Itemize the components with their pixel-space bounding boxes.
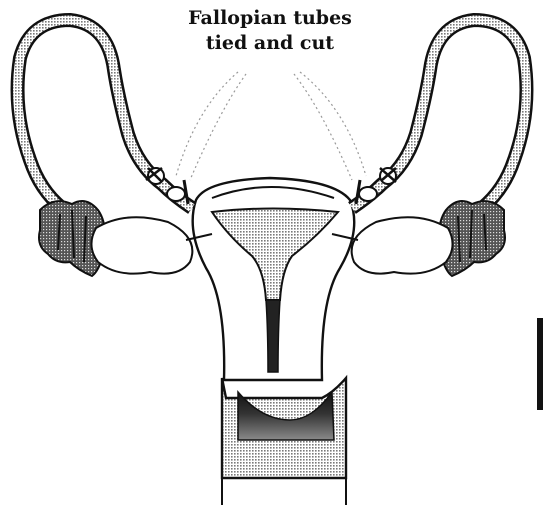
caption-line-2: tied and cut	[150, 31, 390, 56]
caption-line-1: Fallopian tubes	[150, 6, 390, 31]
edge-bar	[537, 318, 543, 410]
caption: Fallopian tubes tied and cut	[150, 6, 390, 56]
right-fallopian-tube	[332, 20, 526, 276]
vagina	[222, 378, 346, 505]
uterus	[193, 178, 355, 380]
pointer-lines	[176, 72, 366, 180]
left-fallopian-tube	[18, 20, 212, 276]
